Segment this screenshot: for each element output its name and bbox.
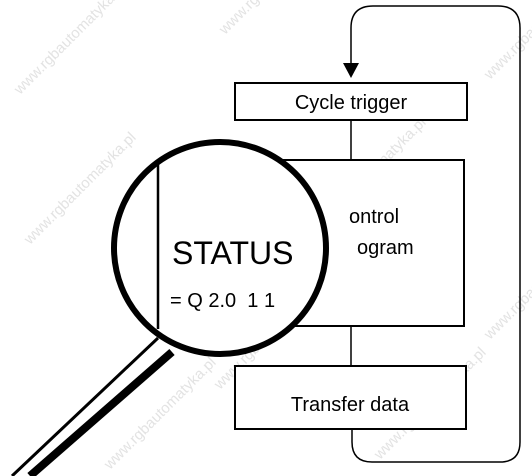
transfer-data-box: [234, 365, 467, 430]
cycle-arrowhead-icon: [343, 63, 359, 78]
magnifier-handle-inner: [27, 348, 175, 476]
watermark: www.rgbautomatyka.pl: [100, 354, 219, 473]
control-program-label-line2: ogram: [357, 237, 414, 259]
watermark: www.rgbautomatyka.pl: [10, 0, 129, 99]
magnifier-icon: STATUS = Q 2.0 1 1: [10, 139, 329, 476]
magnifier-handle-outer: [10, 336, 160, 476]
cycle-trigger-box: [234, 82, 468, 121]
magnifier-lens: [111, 139, 329, 357]
watermark: www.rgbautomatyka.pl: [215, 0, 334, 39]
status-label: STATUS: [172, 235, 293, 271]
transfer-data-label: Transfer data: [291, 394, 410, 416]
status-value: = Q 2.0 1 1: [170, 290, 275, 312]
cycle-loop-arrow-line: [350, 5, 521, 463]
control-program-label-line1: ontrol: [349, 206, 399, 228]
cycle-trigger-label: Cycle trigger: [295, 92, 408, 114]
watermark: www.rgbautomatyka.pl: [480, 0, 532, 84]
watermark: www.rgbautomatyka.pl: [480, 224, 532, 343]
